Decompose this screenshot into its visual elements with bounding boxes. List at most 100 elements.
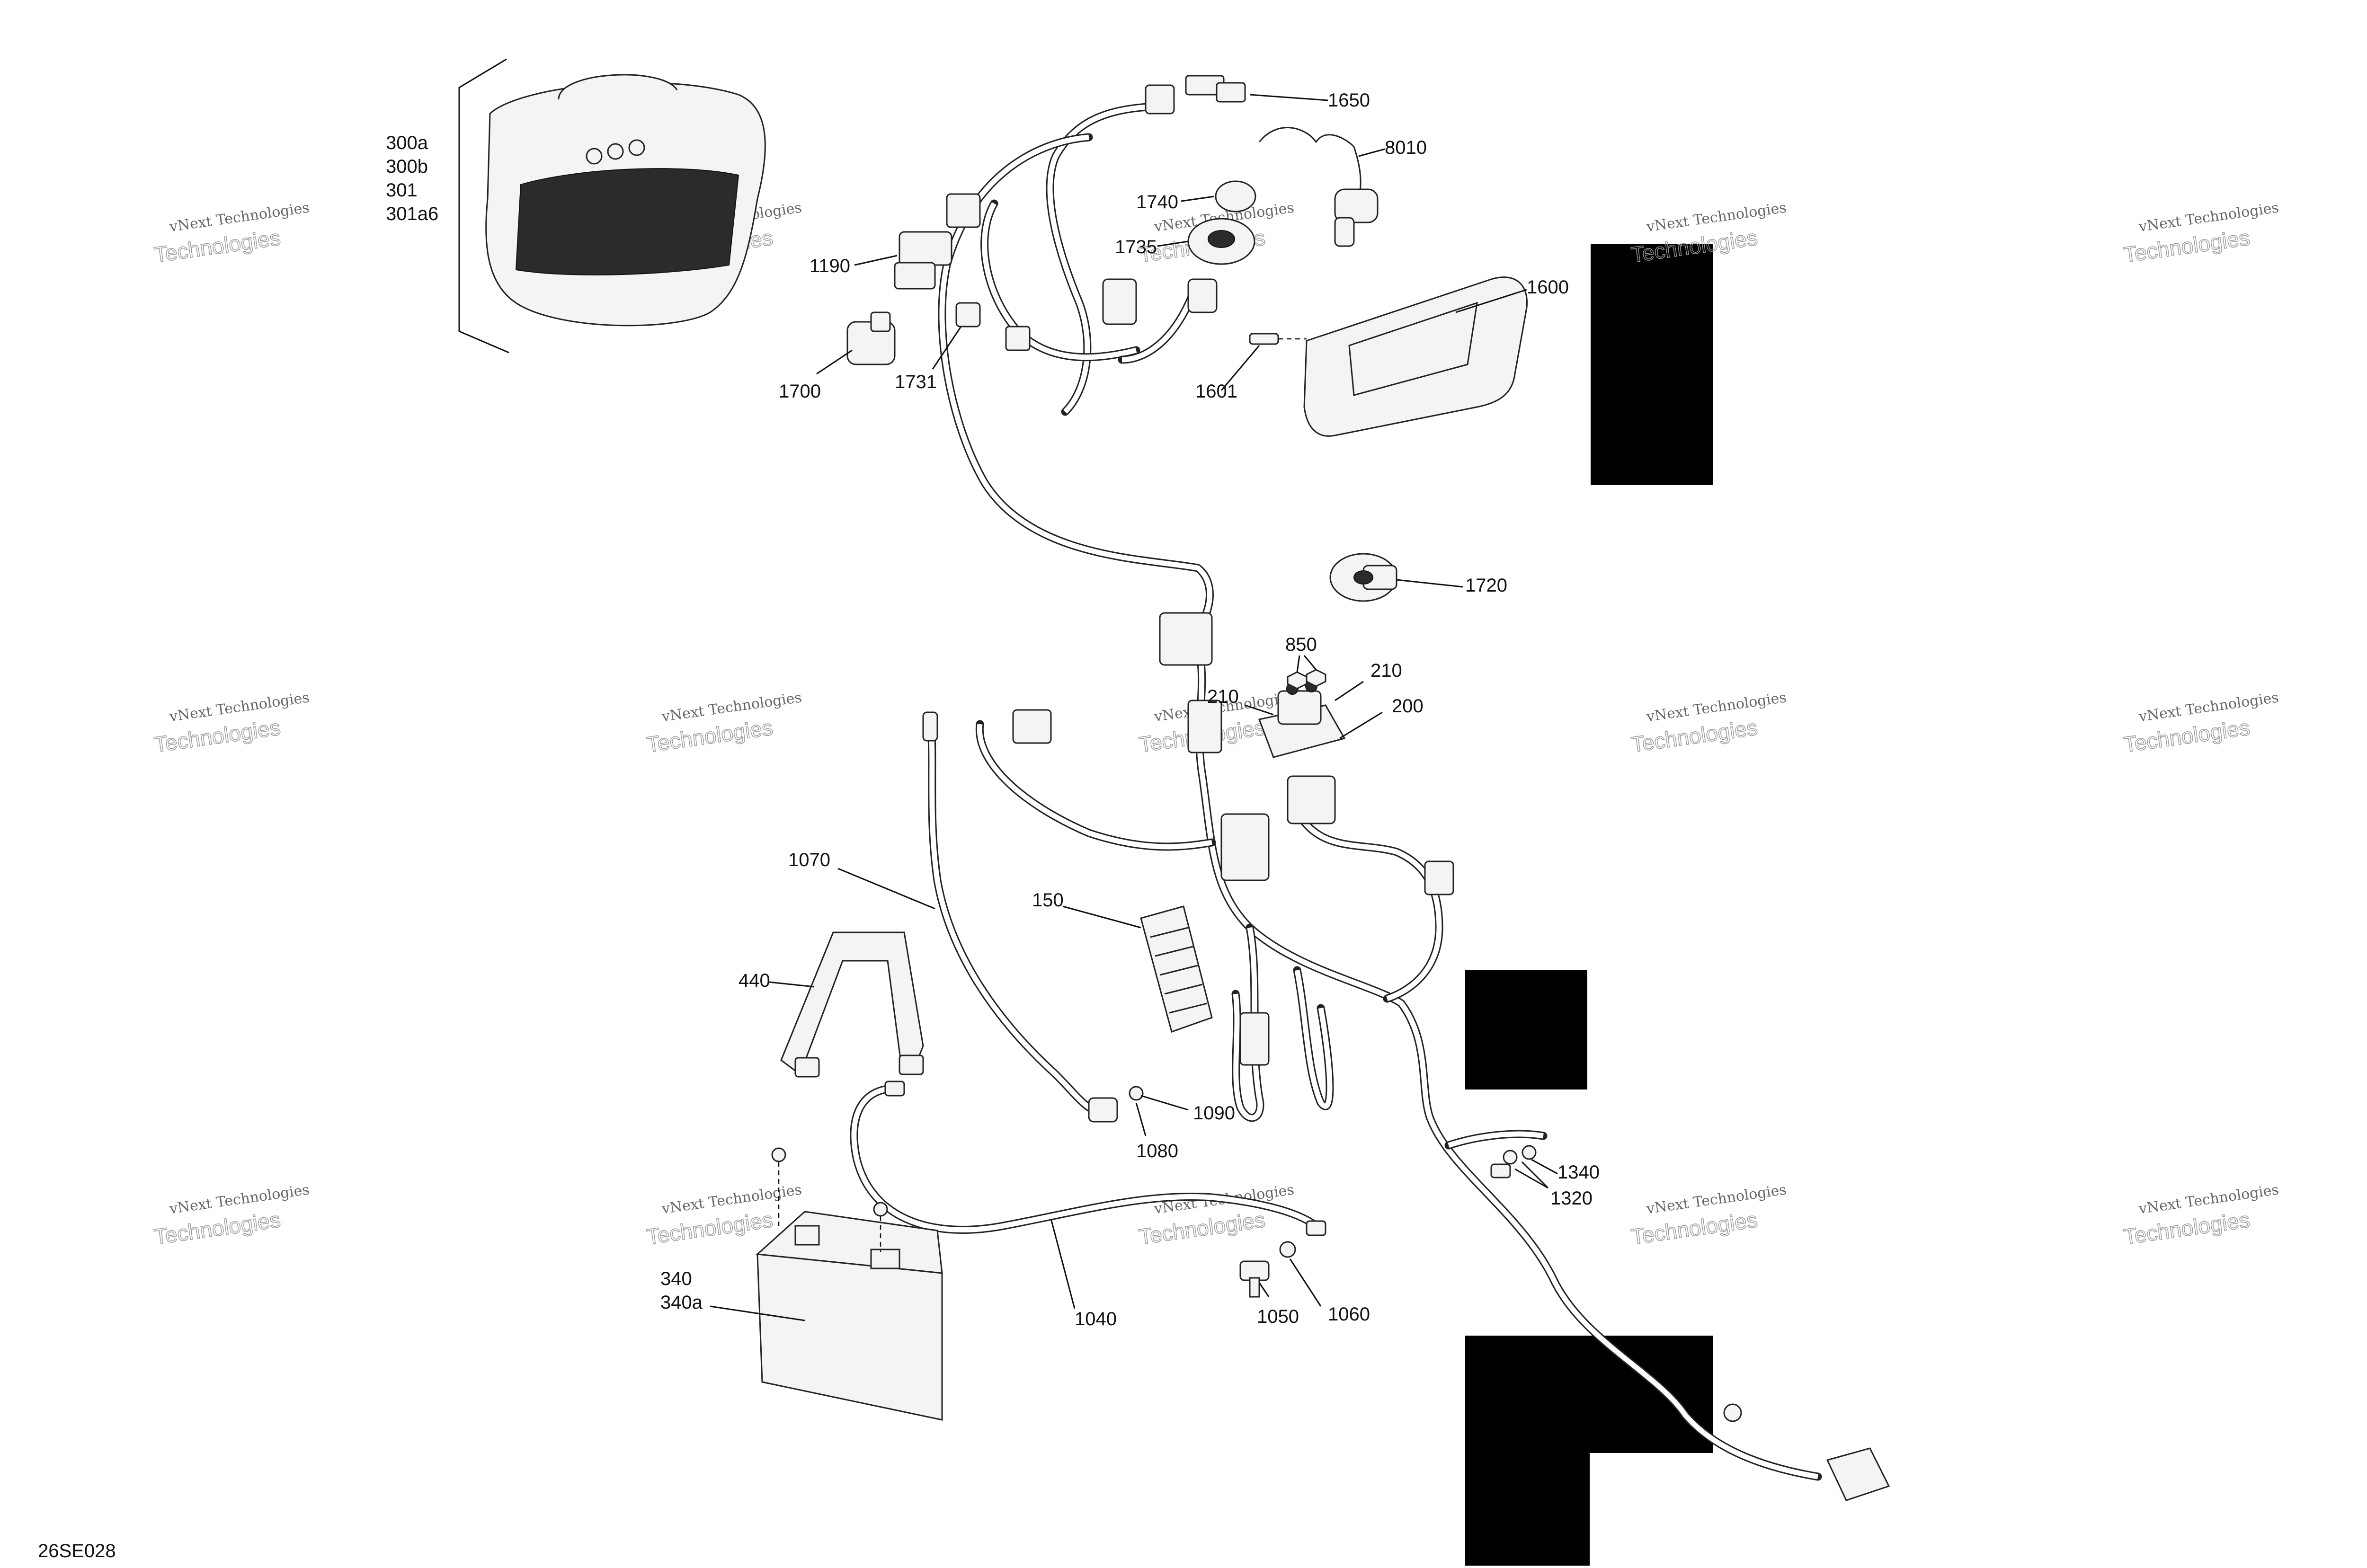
speaker-knob-icon [628,139,645,156]
callout-1700: 1700 [779,381,821,402]
leader-1060 [1289,1258,1322,1307]
callout-150: 150 [1032,890,1064,911]
harness-connector-2 [1187,278,1218,313]
harness-connector-3 [1005,326,1031,351]
part-1040-cable [850,1081,1326,1236]
part-1601-screw [1249,333,1307,345]
svg-text:vNext Technologies: vNext Technologies [2137,689,2280,725]
part-150-voltage-regulator [1140,905,1213,1033]
callout-300b: 300b [386,156,428,177]
watermark-tile-9: vNext Technologies Technologies [1629,689,1788,757]
leader-1340 [1531,1159,1558,1175]
callout-1320: 1320 [1550,1188,1593,1209]
harness-connector-1 [1102,278,1137,325]
svg-text:vNext Technologies: vNext Technologies [660,1181,803,1217]
leader-1320 [1514,1161,1549,1189]
part-1600-display-gauge [1303,276,1528,437]
callout-1740: 1740 [1136,192,1178,213]
leader-1740 [1181,195,1215,202]
callout-440: 440 [739,970,770,991]
callout-1340: 1340 [1557,1162,1600,1183]
callout-300a: 300a [386,133,428,153]
leader-1040 [1050,1218,1076,1309]
svg-text:vNext Technologies: vNext Technologies [660,689,803,725]
watermark-tile-5: vNext Technologies Technologies [2122,199,2280,267]
leader-1601 [1220,345,1260,391]
harness-connector-6 [1220,813,1270,881]
harness-connector-4 [1145,84,1175,115]
callout-340: 340 [660,1268,692,1289]
callout-210-right: 210 [1370,660,1402,681]
callout-1650: 1650 [1328,90,1370,111]
watermark-tile-13: vNext Technologies Technologies [1137,1181,1295,1249]
callout-300-stack: 300a 300b 301 301a6 [386,133,438,224]
watermark-tile-15: vNext Technologies Technologies [2122,1181,2280,1249]
watermark-tile-1: vNext Technologies Technologies [152,199,311,267]
part-1190-connector [894,193,981,290]
part-8010-coiled-cable [1258,127,1379,247]
leader-1050 [1258,1282,1270,1297]
harness-connector-7 [1287,775,1336,824]
redaction-block-3 [1465,1336,1713,1566]
part-1731-plug [955,302,981,328]
svg-text:vNext Technologies: vNext Technologies [2137,1181,2280,1217]
speaker-knob-icon [607,143,624,160]
part-1650-connector [1185,75,1246,103]
redaction-block-2 [1465,970,1587,1090]
part-200-solenoid-relay [1258,680,1346,758]
part-lower-connector [1723,1403,1890,1501]
callout-1090: 1090 [1193,1103,1235,1124]
callout-1600: 1600 [1527,277,1569,298]
callout-8010: 8010 [1385,137,1427,158]
part-1090-washer [1129,1086,1144,1101]
svg-text:vNext Technologies: vNext Technologies [168,689,311,725]
harness-connector-10 [1424,860,1454,895]
harness-connector-5 [1159,612,1213,666]
leader-1720 [1396,579,1463,588]
document-id: 26SE028 [38,1541,116,1561]
callout-850: 850 [1285,634,1317,655]
callout-1040: 1040 [1075,1309,1117,1329]
leader-340 [710,1305,805,1321]
callout-210-left: 210 [1207,686,1239,707]
part-1740-knob [1215,180,1256,213]
leader-1070 [837,868,935,910]
watermark-tile-14: vNext Technologies Technologies [1629,1181,1788,1249]
battery-terminal-bolt-icon [873,1202,888,1217]
svg-text:vNext Technologies: vNext Technologies [168,1181,311,1217]
callout-1080: 1080 [1136,1141,1178,1161]
part-1060-nut [1279,1241,1296,1258]
watermark-tile-11: vNext Technologies Technologies [152,1181,311,1249]
part-440-battery-strap [780,931,924,1078]
svg-text:vNext Technologies: vNext Technologies [1645,199,1788,235]
redaction-block-1 [1591,244,1713,485]
svg-text:vNext Technologies: vNext Technologies [168,199,311,235]
part-340-battery [756,1147,943,1421]
leader-210b [1335,681,1364,701]
harness-connector-8 [1187,700,1222,753]
leader-150 [1062,905,1141,929]
callout-1731: 1731 [895,372,937,392]
callout-1720: 1720 [1465,575,1507,596]
leader-1190 [854,255,898,266]
watermark-tile-10: vNext Technologies Technologies [2122,689,2280,757]
leader-1650 [1249,94,1328,101]
svg-text:vNext Technologies: vNext Technologies [1645,1181,1788,1217]
callout-340a: 340a [660,1292,703,1313]
svg-text:vNext Technologies: vNext Technologies [1645,689,1788,725]
callout-301: 301 [386,180,418,201]
callout-1060: 1060 [1328,1304,1370,1325]
part-1340-1320-hardware [1490,1145,1537,1178]
callout-1601: 1601 [1195,381,1237,402]
leader-850 [1296,655,1317,673]
leader-200 [1339,711,1383,739]
leader-1600 [1455,289,1527,313]
harness-connector-11 [1239,1012,1270,1066]
watermark-tile-7: vNext Technologies Technologies [645,689,803,757]
callout-1050: 1050 [1257,1306,1299,1327]
part-1700-connector [846,311,896,365]
leader-1080 [1135,1102,1147,1136]
part-1050-bolt [1239,1260,1270,1298]
